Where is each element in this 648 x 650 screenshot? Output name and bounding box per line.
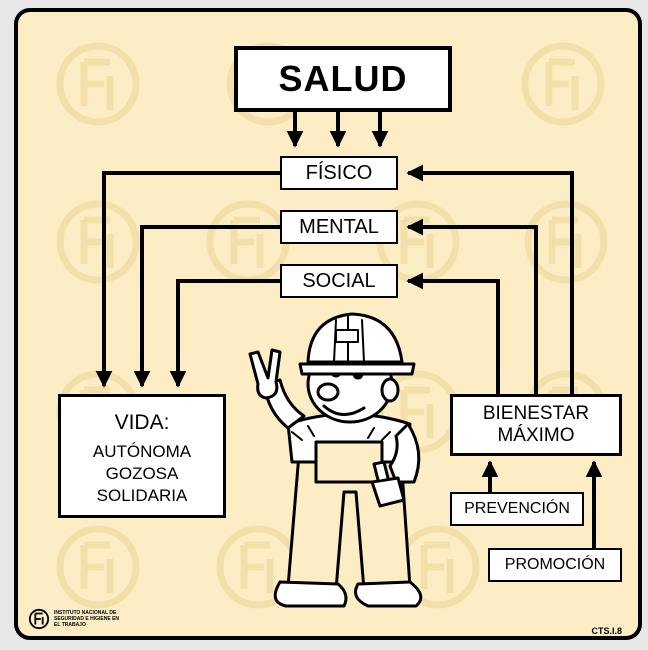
bienestar-box: BIENESTAR MÁXIMO bbox=[450, 394, 622, 456]
fisico-box: FÍSICO bbox=[280, 156, 398, 190]
promocion-label: PROMOCIÓN bbox=[504, 556, 606, 573]
vida-line-autonoma: AUTÓNOMA bbox=[92, 442, 192, 461]
mental-to-vida-arrow bbox=[133, 225, 280, 388]
bienestar-line-2: MÁXIMO bbox=[497, 425, 575, 446]
salud-title-box: SALUD bbox=[234, 46, 452, 112]
fisico-to-vida-arrow bbox=[95, 171, 280, 388]
figure-code: CTS.I.8 bbox=[591, 626, 622, 636]
vida-title: VIDA: bbox=[114, 411, 170, 434]
insht-logo-icon bbox=[28, 608, 50, 630]
prevencion-label: PREVENCIÓN bbox=[464, 500, 570, 517]
prevencion-box: PREVENCIÓN bbox=[450, 492, 584, 526]
promocion-box: PROMOCIÓN bbox=[488, 548, 622, 582]
social-box: SOCIAL bbox=[280, 264, 398, 298]
watermark-logo-icon bbox=[521, 42, 605, 126]
vida-line-gozosa: GOZOSA bbox=[105, 464, 179, 483]
watermark-logo-icon bbox=[56, 200, 140, 284]
vida-box: VIDA: AUTÓNOMA GOZOSA SOLIDARIA bbox=[58, 394, 226, 518]
bienestar-to-fisico-arrow bbox=[406, 164, 574, 394]
salud-title: SALUD bbox=[278, 58, 408, 99]
institute-logo: INSTITUTO NACIONAL DE SEGURIDAD E HIGIEN… bbox=[28, 608, 124, 630]
vida-line-solidaria: SOLIDARIA bbox=[96, 486, 188, 505]
worker-illustration bbox=[248, 312, 423, 608]
watermark-logo-icon bbox=[56, 525, 140, 609]
bienestar-to-social-arrow bbox=[406, 272, 500, 394]
connector-layer bbox=[95, 112, 603, 548]
watermark-logo-icon bbox=[56, 42, 140, 126]
bienestar-to-mental-arrow bbox=[406, 218, 538, 394]
bienestar-line-1: BIENESTAR bbox=[482, 403, 590, 424]
diagram-panel: SALUD FÍSICO MENTAL SOCIAL VIDA: AUTÓNOM… bbox=[14, 8, 642, 640]
institute-name: INSTITUTO NACIONAL DE SEGURIDAD E HIGIEN… bbox=[54, 610, 120, 628]
social-to-vida-arrow bbox=[169, 279, 280, 388]
fisico-label: FÍSICO bbox=[305, 161, 373, 184]
mental-label: MENTAL bbox=[299, 215, 379, 238]
mental-box: MENTAL bbox=[280, 210, 398, 244]
watermark-logo-icon bbox=[524, 200, 608, 284]
social-label: SOCIAL bbox=[302, 269, 376, 292]
